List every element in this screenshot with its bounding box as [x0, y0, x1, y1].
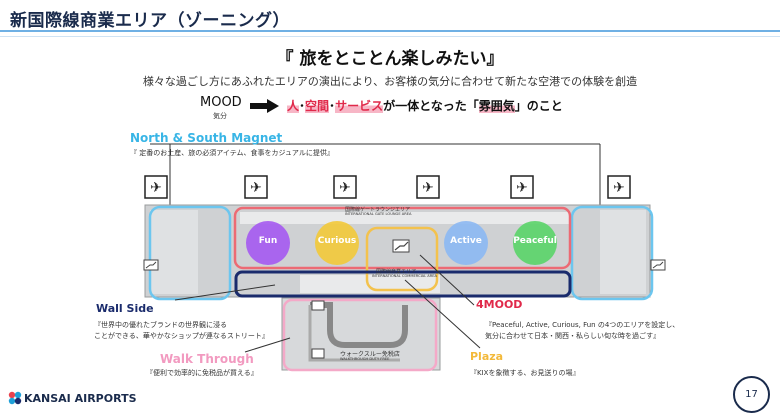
- wall-side-zone: [234, 270, 572, 298]
- plane-icon: ✈: [422, 180, 434, 196]
- mood-sub: 気分: [213, 112, 227, 120]
- mood-part-atmosphere: 雰囲気: [478, 99, 515, 113]
- walkthrough-path: [310, 302, 408, 348]
- mood-part-service: サービス: [335, 99, 384, 113]
- gate-icons: ✈ ✈ ✈ ✈ ✈ ✈: [144, 175, 631, 199]
- walkthrough-area: [281, 297, 441, 371]
- walkthrough-path: [308, 305, 400, 362]
- leader-line: [404, 279, 481, 349]
- mood-circle-peaceful: [513, 221, 557, 265]
- plane-icon: [607, 175, 631, 199]
- map-label-walkthrough-en: WALKTHROUGH DUTY FREE: [340, 357, 390, 361]
- walk-through-zone: [282, 298, 438, 372]
- right-arrow-icon: [250, 99, 279, 113]
- escalator-icons: [143, 239, 666, 359]
- mood-circle-fun: [246, 221, 290, 265]
- mood-definition: 人･空間･サービスが一体となった「雰囲気」のこと: [287, 97, 563, 114]
- four-mood-zone: [233, 206, 572, 270]
- plaza-zone: [365, 226, 439, 292]
- mood-sep: ･: [329, 99, 336, 113]
- plane-icon: ✈: [339, 180, 351, 196]
- plane-icon: ✈: [150, 180, 162, 196]
- escalator-icon: [311, 300, 325, 311]
- zone-desc-4mood: 『Peaceful, Active, Curious, Fun の4つのエリアを…: [485, 320, 679, 342]
- zone-desc-line: 気分に合わせて日本・関西・私らしい旬な時を過ごす』: [485, 332, 661, 340]
- plane-icon: [144, 175, 168, 199]
- mood-part-space: 空間: [305, 99, 330, 113]
- terminal-block: [600, 210, 646, 294]
- leader-line: [244, 337, 291, 353]
- mood-circle-active: [444, 221, 488, 265]
- escalator-icon: [311, 348, 325, 359]
- plane-icon: [416, 175, 440, 199]
- mood-label-curious: Curious: [317, 236, 357, 246]
- mood-label-peaceful: Peaceful: [513, 236, 557, 246]
- south-magnet-zone: [570, 205, 654, 301]
- zone-desc-plaza: 『KIXを象徴する、お見送りの場』: [470, 369, 580, 377]
- zone-desc-line: ことができる、華やかなショップが連なるストリート』: [94, 332, 269, 340]
- map-label-lounge: 国際線ゲートラウンジエリア: [345, 207, 411, 213]
- corridor: [300, 275, 440, 293]
- mood-part-people: 人: [287, 99, 300, 113]
- mood-end: 」のこと: [514, 99, 563, 113]
- zone-label-plaza: Plaza: [470, 350, 504, 363]
- footer-brand: KANSAI AIRPORTS: [24, 392, 137, 405]
- title-rule-thin: [0, 36, 780, 37]
- zone-desc-line: 『世界中の優れたブランドの世界観に浸る: [94, 321, 227, 329]
- mood-rest: が一体となった「: [383, 99, 479, 113]
- leader-line: [419, 254, 475, 306]
- subtitle: 『 旅をとことん楽しみたい』: [276, 49, 504, 69]
- zone-desc-north-south: 『 定番のお土産、旅の必須アイテム、食事をカジュアルに提供』: [130, 149, 334, 157]
- page-number: 17: [733, 376, 770, 413]
- title-rule: [0, 30, 780, 32]
- page-title: 新国際線商業エリア（ゾーニング）: [10, 11, 290, 31]
- map-label-walkthrough: ウォークスルー免税店: [340, 351, 400, 358]
- mood-label-fun: Fun: [258, 236, 278, 246]
- concept-text: 様々な過ごし方にあふれたエリアの演出により、お客様の気分に合わせて新たな空港での…: [142, 75, 638, 88]
- map-label-commercial-en: INTERNATIONAL COMMERCIAL AREA: [372, 274, 437, 278]
- zone-desc-wall-side: 『世界中の優れたブランドの世界観に浸る ことができる、華やかなショップが連なるス…: [94, 320, 269, 342]
- mood-circle-curious: [315, 221, 359, 265]
- plane-icon: [244, 175, 268, 199]
- zone-desc-walk-through: 『便利で効率的に免税品が買える』: [146, 369, 258, 377]
- north-magnet-zone: [148, 205, 232, 301]
- plane-icon: ✈: [516, 180, 528, 196]
- kansai-logo-icon: [8, 391, 22, 405]
- map-label-commercial: 国際線商業エリア: [376, 269, 417, 275]
- escalator-icon: [394, 241, 409, 251]
- escalator-icon: [652, 261, 664, 269]
- plane-icon: [510, 175, 534, 199]
- terminal-block: [150, 210, 198, 294]
- corridor: [240, 212, 570, 224]
- plane-icon: [333, 175, 357, 199]
- plane-icon: ✈: [613, 180, 625, 196]
- zone-label-walk-through: Walk Through: [160, 352, 254, 366]
- mood-word: MOOD: [200, 95, 242, 110]
- zone-desc-line: 『Peaceful, Active, Curious, Fun の4つのエリアを…: [485, 321, 680, 329]
- plane-icon: ✈: [250, 180, 262, 196]
- mood-label-active: Active: [450, 236, 482, 246]
- leader-line: [174, 284, 276, 301]
- zone-label-4mood: 4MOOD: [476, 298, 523, 311]
- zone-label-north-south: North & South Magnet: [130, 131, 283, 145]
- zone-label-wall-side: Wall Side: [96, 302, 154, 315]
- mood-sep: ･: [299, 99, 306, 113]
- escalator-icon: [145, 261, 157, 269]
- map-label-lounge-en: INTERNATIONAL GATE LOUNGE AREA: [345, 212, 412, 216]
